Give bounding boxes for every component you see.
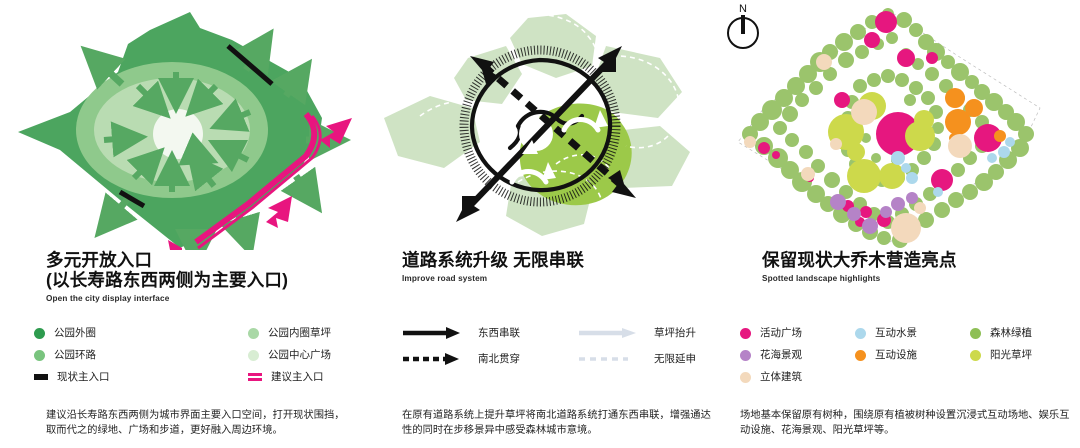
- proposed-entrance-arrows: [168, 118, 352, 250]
- inward-flow-arrows: [103, 72, 252, 192]
- existing-entrance-markers: [118, 44, 274, 209]
- north-arrow: N: [727, 3, 759, 49]
- panel3-legend-column-2: 互动水景 互动设施: [855, 322, 917, 366]
- legend-item-inner-ring-lawn[interactable]: 公园内圈草坪: [248, 322, 331, 344]
- legend-label: 立体建筑: [760, 370, 802, 383]
- panel2-title-line1: 道路系统升级 无限串联: [402, 250, 585, 270]
- swatch-dot-icon: [970, 349, 981, 361]
- legend-item-existing-main-entrance[interactable]: 现状主入口: [34, 366, 110, 388]
- panel1-body-text: 建议沿长寿路东西两侧为城市界面主要入口空间，打开现状围挡，取而代之的绿地、广场和…: [46, 410, 345, 436]
- swatch-dot-icon: [34, 349, 45, 361]
- road-system-upgrade-diagram: [360, 0, 720, 250]
- site-boundary-outline: [737, 9, 1041, 243]
- legend-item-sunlight-lawn[interactable]: 阳光草坪: [970, 344, 1032, 366]
- panel2-text: 道路系统升级 无限串联 Improve road system 东西串联: [360, 250, 720, 448]
- swatch-dot-icon: [248, 327, 259, 339]
- interactive-water-circles: [891, 137, 1015, 197]
- swatch-dot-icon: [855, 327, 866, 339]
- compass-label: N: [739, 3, 747, 15]
- panel-road-system: 道路系统升级 无限串联 Improve road system 东西串联: [360, 0, 720, 448]
- lawn-rotation-arrowheads: [522, 110, 608, 180]
- swatch-dot-icon: [740, 327, 751, 339]
- legend-item-proposed-main-entrance[interactable]: 建议主入口: [248, 366, 331, 388]
- legend-label: 公园环路: [54, 348, 96, 361]
- solid-arrow-light-icon: [579, 328, 636, 338]
- legend-label: 花海景观: [760, 348, 802, 361]
- swatch-dot-icon: [970, 327, 981, 339]
- legend-label: 森林绿植: [990, 326, 1032, 339]
- swatch-dot-icon: [855, 349, 866, 361]
- legend-label: 建议主入口: [271, 370, 324, 383]
- park-diagram-svg: [18, 12, 352, 250]
- panel1-title-line1: 多元开放入口: [46, 250, 153, 270]
- swatch-dot-icon: [248, 349, 259, 361]
- dashed-arrow-icon: [403, 353, 459, 365]
- panel2-subtitle: Improve road system: [402, 274, 488, 283]
- panel2-legend-column-left: 东西串联 南北贯穿: [402, 320, 520, 372]
- legend-label: 公园内圈草坪: [268, 326, 331, 339]
- legend-item-flower-sea[interactable]: 花海景观: [740, 344, 802, 366]
- legend-item-park-outer-ring[interactable]: 公园外圈: [34, 322, 110, 344]
- swatch-dot-icon: [740, 371, 751, 383]
- dashed-arrow-light-icon: [579, 357, 628, 361]
- park-entrance-concept-diagram: [0, 0, 360, 250]
- swatch-dot-icon: [34, 327, 45, 339]
- legend-label: 活动广场: [760, 326, 802, 339]
- legend-item-forest-planting[interactable]: 森林绿植: [970, 322, 1032, 344]
- legend-item-park-loop-road[interactable]: 公园环路: [34, 344, 110, 366]
- panel1-legend-column-left: 公园外圈 公园环路 现状主入口: [34, 322, 110, 388]
- legend-label: 互动设施: [875, 348, 917, 361]
- existing-tree-canopy-diagram: N: [720, 0, 1080, 250]
- legend-item-activity-plaza[interactable]: 活动广场: [740, 322, 802, 344]
- page-title: 保留现状大乔木营造亮点: [720, 250, 1080, 270]
- legend-item-central-plaza[interactable]: 公园中心广场: [248, 344, 331, 366]
- outward-flow-arrows: [80, 28, 351, 250]
- flower-sea-circles: [830, 192, 918, 234]
- swatch-bar-icon: [34, 374, 48, 380]
- panel2-body-text: 在原有道路系统上提升草坪将南北道路系统打通东西串联，增强通达性的同时在步移景异中…: [402, 410, 711, 436]
- panel3-legend-column-3: 森林绿植 阳光草坪: [970, 322, 1032, 366]
- legend-item-north-south-penetration[interactable]: 南北贯穿: [402, 346, 520, 372]
- panel3-title-line1: 保留现状大乔木营造亮点: [762, 250, 957, 270]
- east-west-axis-arrow: [456, 46, 622, 222]
- panel1-legend-column-right: 公园内圈草坪 公园中心广场 建议主入口: [248, 322, 331, 388]
- proposed-entrance-path: [194, 112, 322, 250]
- legend-item-lawn-elevation[interactable]: 草坪抬升: [578, 320, 696, 346]
- north-south-axis-arrow: [470, 56, 636, 198]
- swatch-double-bar-icon: [248, 373, 262, 381]
- legend-label: 阳光草坪: [990, 348, 1032, 361]
- road-diagram-svg: [384, 13, 690, 239]
- panel-open-entrances: 多元开放入口 (以长寿路东西两侧为主要入口) Open the city dis…: [0, 0, 360, 448]
- legend-label: 草坪抬升: [654, 326, 696, 339]
- legend-label: 现状主入口: [57, 370, 110, 383]
- legend-item-interactive-facility[interactable]: 互动设施: [855, 344, 917, 366]
- legend-label: 南北贯穿: [478, 352, 520, 365]
- panel1-title-line2: (以长寿路东西两侧为主要入口): [46, 270, 289, 290]
- legend-item-east-west-linkage[interactable]: 东西串联: [402, 320, 520, 346]
- page-title: 多元开放入口 (以长寿路东西两侧为主要入口): [0, 250, 360, 290]
- page-title: 道路系统升级 无限串联: [360, 250, 720, 270]
- building-circles: [744, 54, 972, 243]
- legend-item-infinite-extension[interactable]: 无限延申: [578, 346, 696, 372]
- panel3-legend-column-1: 活动广场 花海景观 立体建筑: [740, 322, 802, 388]
- legend-label: 无限延申: [654, 352, 696, 365]
- legend-label: 互动水景: [875, 326, 917, 339]
- swatch-dot-icon: [740, 349, 751, 361]
- panel2-legend-column-right: 草坪抬升 无限延申: [578, 320, 696, 372]
- legend-label: 公园外圈: [54, 326, 96, 339]
- panel1-subtitle: Open the city display interface: [46, 294, 170, 303]
- panel-tree-highlights: N 保留现状大乔木营造亮点 Spotted landscape highligh…: [720, 0, 1080, 448]
- activity-plaza-circles: [758, 11, 1002, 227]
- legend-label: 公园中心广场: [268, 348, 331, 361]
- legend-item-interactive-water[interactable]: 互动水景: [855, 322, 917, 344]
- panel1-text: 多元开放入口 (以长寿路东西两侧为主要入口) Open the city dis…: [0, 250, 360, 448]
- legend-label: 东西串联: [478, 326, 520, 339]
- solid-arrow-icon: [403, 327, 460, 339]
- panel3-text: 保留现状大乔木营造亮点 Spotted landscape highlights…: [720, 250, 1080, 448]
- canopy-diagram-svg: [737, 8, 1041, 248]
- hatched-ring: [459, 45, 621, 207]
- panel3-body-text: 场地基本保留原有树种，围绕原有植被树种设置沉浸式互动场地、娱乐互动设施、花海景观…: [740, 410, 1070, 436]
- panel3-subtitle: Spotted landscape highlights: [762, 274, 881, 283]
- legend-item-3d-building[interactable]: 立体建筑: [740, 366, 802, 388]
